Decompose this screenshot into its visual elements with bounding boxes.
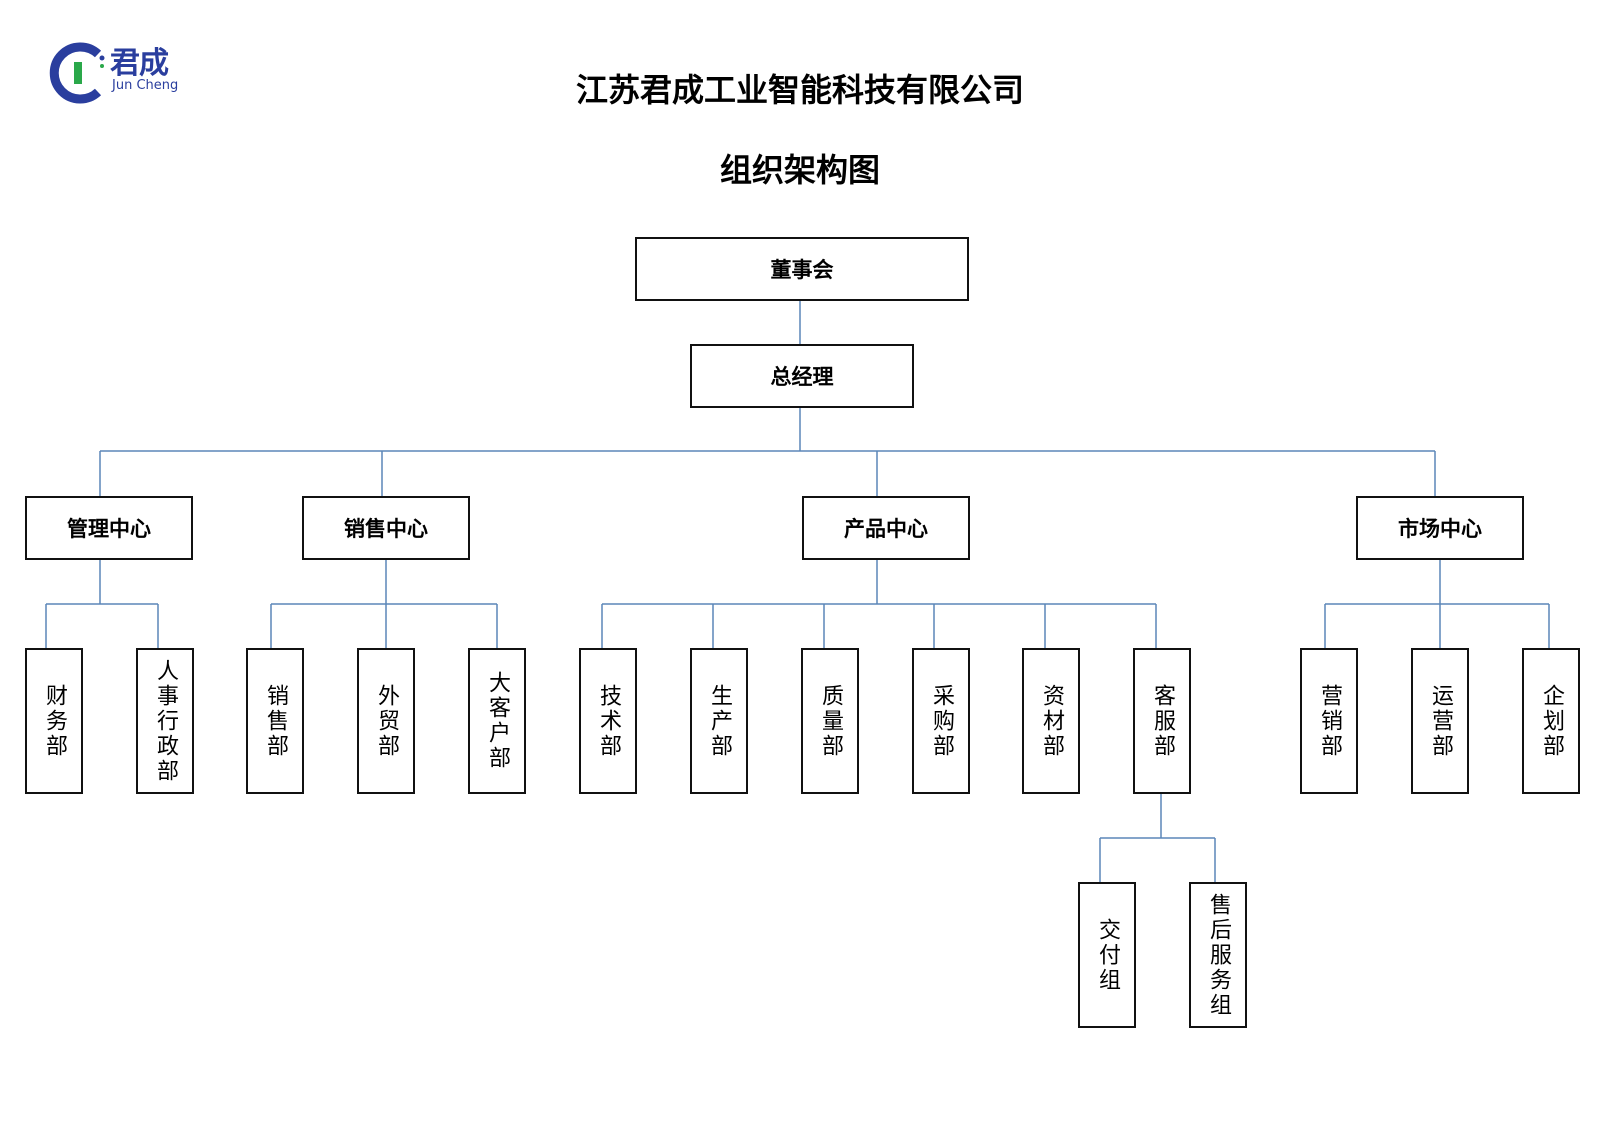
- dept-box-production: 生产部: [690, 648, 748, 794]
- logo-name-zh: 君成: [110, 46, 169, 81]
- dept-box-foreign-trade: 外贸部: [357, 648, 415, 794]
- dept-label-finance: 财务部: [42, 683, 67, 759]
- connector-product-depts: [601, 558, 1157, 648]
- dept-box-sales: 销售部: [246, 648, 304, 794]
- group-label-delivery: 交付组: [1095, 917, 1120, 993]
- dept-box-customer-service: 客服部: [1133, 648, 1191, 794]
- dept-box-finance: 财务部: [25, 648, 83, 794]
- dept-label-planning: 企划部: [1539, 683, 1564, 759]
- connector-gm-centers: [99, 408, 1436, 498]
- group-box-delivery: 交付组: [1078, 882, 1136, 1028]
- dept-label-purchasing: 采购部: [929, 683, 954, 759]
- company-logo: 君成 Jun Cheng: [48, 42, 188, 104]
- dept-box-hr-admin: 人事行政部: [136, 648, 194, 794]
- dept-label-sales: 销售部: [263, 683, 288, 759]
- dept-label-operations: 运营部: [1428, 683, 1453, 759]
- logo-mark-icon: [49, 42, 105, 104]
- connector-management-depts: [45, 558, 159, 648]
- center-sales-label: 销售中心: [344, 517, 428, 541]
- dept-box-planning: 企划部: [1522, 648, 1580, 794]
- connector-market-depts: [1324, 558, 1550, 648]
- company-title: 江苏君成工业智能科技有限公司: [575, 71, 1024, 109]
- center-management-label: 管理中心: [67, 517, 151, 541]
- dept-label-customer-service: 客服部: [1150, 683, 1175, 759]
- dept-label-production: 生产部: [707, 683, 732, 759]
- dept-box-operations: 运营部: [1411, 648, 1469, 794]
- dept-box-materials: 资材部: [1022, 648, 1080, 794]
- dept-box-quality: 质量部: [801, 648, 859, 794]
- dept-box-technology: 技术部: [579, 648, 637, 794]
- dept-label-marketing: 营销部: [1317, 683, 1342, 759]
- center-market-box: 市场中心: [1356, 496, 1524, 560]
- connector-service-groups: [1099, 791, 1216, 882]
- dept-label-hr-admin: 人事行政部: [153, 658, 178, 784]
- general-manager-label: 总经理: [770, 365, 834, 389]
- center-market-label: 市场中心: [1398, 517, 1482, 541]
- dept-label-foreign-trade: 外贸部: [374, 683, 399, 759]
- dept-box-key-accounts: 大客户部: [468, 648, 526, 794]
- board-label: 董事会: [770, 258, 834, 282]
- board-box: 董事会: [635, 237, 969, 301]
- general-manager-box: 总经理: [690, 344, 914, 408]
- group-box-after-sales: 售后服务组: [1189, 882, 1247, 1028]
- dept-label-technology: 技术部: [596, 683, 621, 759]
- logo-name-en: Jun Cheng: [112, 78, 179, 93]
- dept-box-purchasing: 采购部: [912, 648, 970, 794]
- center-product-label: 产品中心: [844, 517, 928, 541]
- dept-box-marketing: 营销部: [1300, 648, 1358, 794]
- center-sales-box: 销售中心: [302, 496, 470, 560]
- chart-title: 组织架构图: [719, 151, 880, 189]
- group-label-after-sales: 售后服务组: [1206, 892, 1231, 1018]
- dept-label-key-accounts: 大客户部: [485, 671, 510, 771]
- center-management-box: 管理中心: [25, 496, 193, 560]
- connector-sales-depts: [270, 558, 498, 648]
- dept-label-quality: 质量部: [818, 683, 843, 759]
- center-product-box: 产品中心: [802, 496, 970, 560]
- dept-label-materials: 资材部: [1039, 683, 1064, 759]
